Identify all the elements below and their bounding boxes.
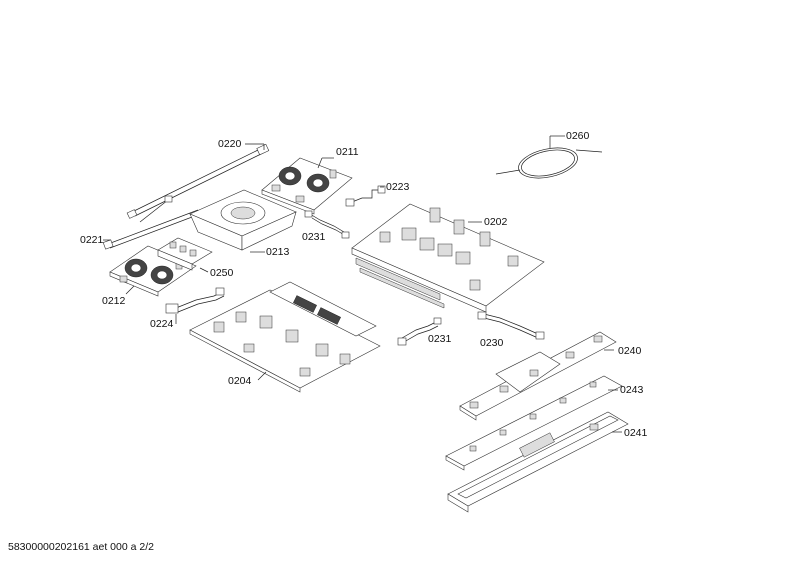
- part-0213-coil: [189, 189, 297, 253]
- part-0231-cable-lower: [397, 317, 442, 346]
- label-0204: 0204: [228, 375, 252, 387]
- part-0211-board: [261, 157, 353, 215]
- part-0223-cable: [345, 185, 386, 207]
- part-0243-strip: [445, 375, 623, 471]
- label-0223: 0223: [386, 181, 410, 193]
- label-0221: 0221: [80, 234, 104, 246]
- label-0211: 0211: [336, 146, 359, 158]
- label-0212: 0212: [102, 295, 126, 307]
- part-0221-cable: [102, 195, 201, 250]
- label-0224: 0224: [150, 318, 174, 330]
- label-0220: 0220: [218, 138, 242, 150]
- part-0240-board: [459, 331, 617, 421]
- label-0230: 0230: [480, 337, 504, 349]
- part-0250-filter: [157, 237, 213, 273]
- label-0231-upper: 0231: [302, 231, 326, 243]
- part-0260-cable: [495, 135, 603, 179]
- part-0241-frame: [447, 411, 629, 513]
- part-0220-cable: [126, 143, 270, 219]
- label-0202: 0202: [484, 216, 508, 228]
- part-0231-cable-upper: [304, 210, 350, 239]
- part-0224-cable: [165, 287, 225, 324]
- part-0202-board: [351, 203, 545, 313]
- part-0204-board: [189, 281, 381, 393]
- label-0260: 0260: [566, 130, 590, 142]
- label-0243: 0243: [620, 384, 644, 396]
- label-0241: 0241: [624, 427, 648, 439]
- document-id: 58300000202161 aet 000 a 2/2: [8, 541, 154, 553]
- label-0250: 0250: [210, 267, 234, 279]
- label-0240: 0240: [618, 345, 642, 357]
- label-0231-lower: 0231: [428, 333, 452, 345]
- part-0230-cable: [477, 311, 545, 340]
- label-0213: 0213: [266, 246, 290, 258]
